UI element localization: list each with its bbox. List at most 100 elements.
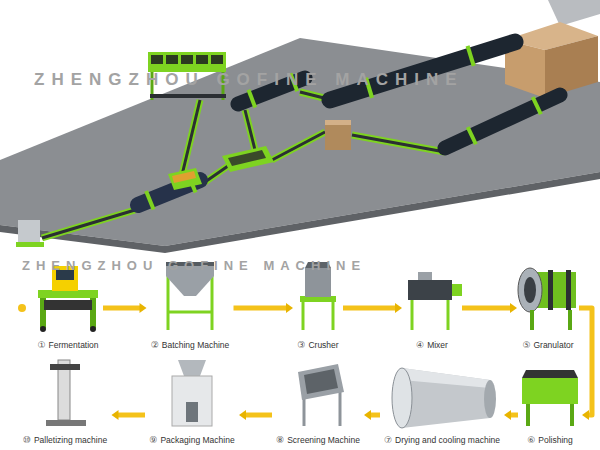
batching-icon-part: [167, 276, 170, 330]
screening-icon-part: [303, 398, 306, 426]
flow-line: [103, 306, 141, 311]
conveyors-part: [42, 210, 135, 238]
flow-connector: [504, 410, 518, 420]
packaging-icon-part: [186, 402, 198, 422]
batching-bins-part: [151, 55, 163, 64]
flow-connector: [343, 303, 402, 313]
conveyors: [42, 92, 445, 238]
step-number: ⑨: [149, 435, 157, 445]
packaging-icon-part: [172, 376, 212, 426]
step-name: Granulator: [533, 340, 573, 350]
small-machines-part: [168, 168, 202, 190]
granulator-icon: [518, 268, 576, 330]
batching-bins-part: [196, 55, 208, 64]
screening-icon: [298, 364, 344, 426]
step-label: ⑦Drying and cooling machine: [384, 435, 500, 447]
rotary-drums-part: [470, 135, 474, 137]
flow-connector: [234, 303, 294, 313]
batching-bins-part: [150, 94, 226, 98]
step-label: ④Mixer: [416, 340, 448, 352]
rotary-drums-part: [250, 98, 254, 99]
granulator-icon-part: [568, 310, 572, 330]
arrow-head: [504, 410, 511, 420]
small-machines-part: [18, 220, 40, 244]
step-number: ⑧: [276, 435, 284, 445]
rotary-drums-part: [535, 105, 539, 107]
step-label: ⑩Palletizing machine: [23, 435, 107, 447]
step-number: ①: [37, 340, 45, 350]
step-label: ③Crusher: [297, 340, 338, 352]
fermentation-icon-part: [38, 290, 98, 298]
machine-step: ⑨Packaging Machine: [145, 355, 239, 447]
step-label: ⑥Polishing: [527, 435, 573, 447]
step-label: ⑤Granulator: [522, 340, 573, 352]
conveyors-part: [352, 135, 445, 152]
small-machines-part: [16, 242, 44, 247]
step-label: ⑨Packaging Machine: [149, 435, 234, 447]
step-name: Packaging Machine: [160, 435, 234, 445]
step-name: Drying and cooling machine: [395, 435, 500, 445]
rotary-drums-part: [148, 200, 152, 202]
arrow-head: [582, 410, 589, 420]
batching-icon-part: [211, 276, 214, 330]
batching-bins-part: [211, 55, 223, 64]
fermentation-icon-part: [40, 326, 46, 332]
flow-line: [370, 413, 380, 418]
conveyors-part: [352, 135, 445, 152]
granulator-icon-part: [518, 268, 542, 312]
polishing-icon-part: [526, 404, 530, 426]
step-number: ②: [151, 340, 159, 350]
granulator-icon-part: [530, 310, 534, 330]
drying-cooling-icon: [392, 368, 496, 428]
arrow-head: [140, 303, 147, 313]
arrow-head: [395, 303, 402, 313]
mixer-icon: [408, 272, 462, 330]
machine-step: ⑧Screening Machine: [272, 355, 364, 447]
flow-line: [579, 308, 592, 415]
screening-icon-part: [304, 369, 338, 394]
step-label: ①Fermentation: [37, 340, 98, 352]
step-name: Polishing: [538, 435, 573, 445]
step-number: ④: [416, 340, 424, 350]
small-machines-part: [172, 171, 196, 183]
conveyors-part: [182, 100, 200, 175]
step-name: Screening Machine: [287, 435, 360, 445]
arrow-head: [239, 410, 246, 420]
machine-step: ⑦Drying and cooling machine: [380, 355, 504, 447]
mixer-icon-part: [408, 280, 452, 300]
palletizing-icon: [46, 360, 86, 426]
flow-start-dot-part: [18, 304, 26, 312]
fermentation-icon-part: [90, 326, 96, 332]
flow-connector: [579, 308, 592, 420]
flow-line: [245, 413, 272, 418]
flow-line: [510, 413, 518, 418]
floor: [0, 38, 600, 253]
arrow-head: [112, 410, 119, 420]
step-number: ⑩: [23, 435, 31, 445]
granulator-icon-part: [524, 277, 536, 303]
conveyors-part: [245, 110, 255, 150]
crusher-icon-part: [332, 300, 335, 330]
furnace-part: [545, 36, 598, 98]
batching-bins-part: [166, 55, 178, 64]
flow-connector: [462, 303, 517, 313]
small-machines-part: [228, 150, 266, 166]
palletizing-icon-part: [46, 420, 86, 426]
flow-connector: [103, 303, 147, 313]
floor-part: [0, 38, 600, 246]
small-machines-part: [325, 120, 351, 125]
fermentation-icon: [38, 266, 98, 332]
packaging-icon: [172, 360, 212, 426]
drying-cooling-icon-part: [392, 368, 412, 428]
arrow-head: [510, 303, 517, 313]
small-machines: [16, 120, 351, 247]
batching-bins-part: [148, 52, 226, 72]
step-label: ②Batching Machine: [151, 340, 230, 352]
machine-step: ⑩Palletizing machine: [19, 355, 112, 447]
conveyors-part: [182, 100, 200, 175]
machine-step: ⑤Granulator: [517, 252, 579, 352]
crusher-icon-part: [302, 300, 305, 330]
flow-line: [462, 306, 511, 311]
